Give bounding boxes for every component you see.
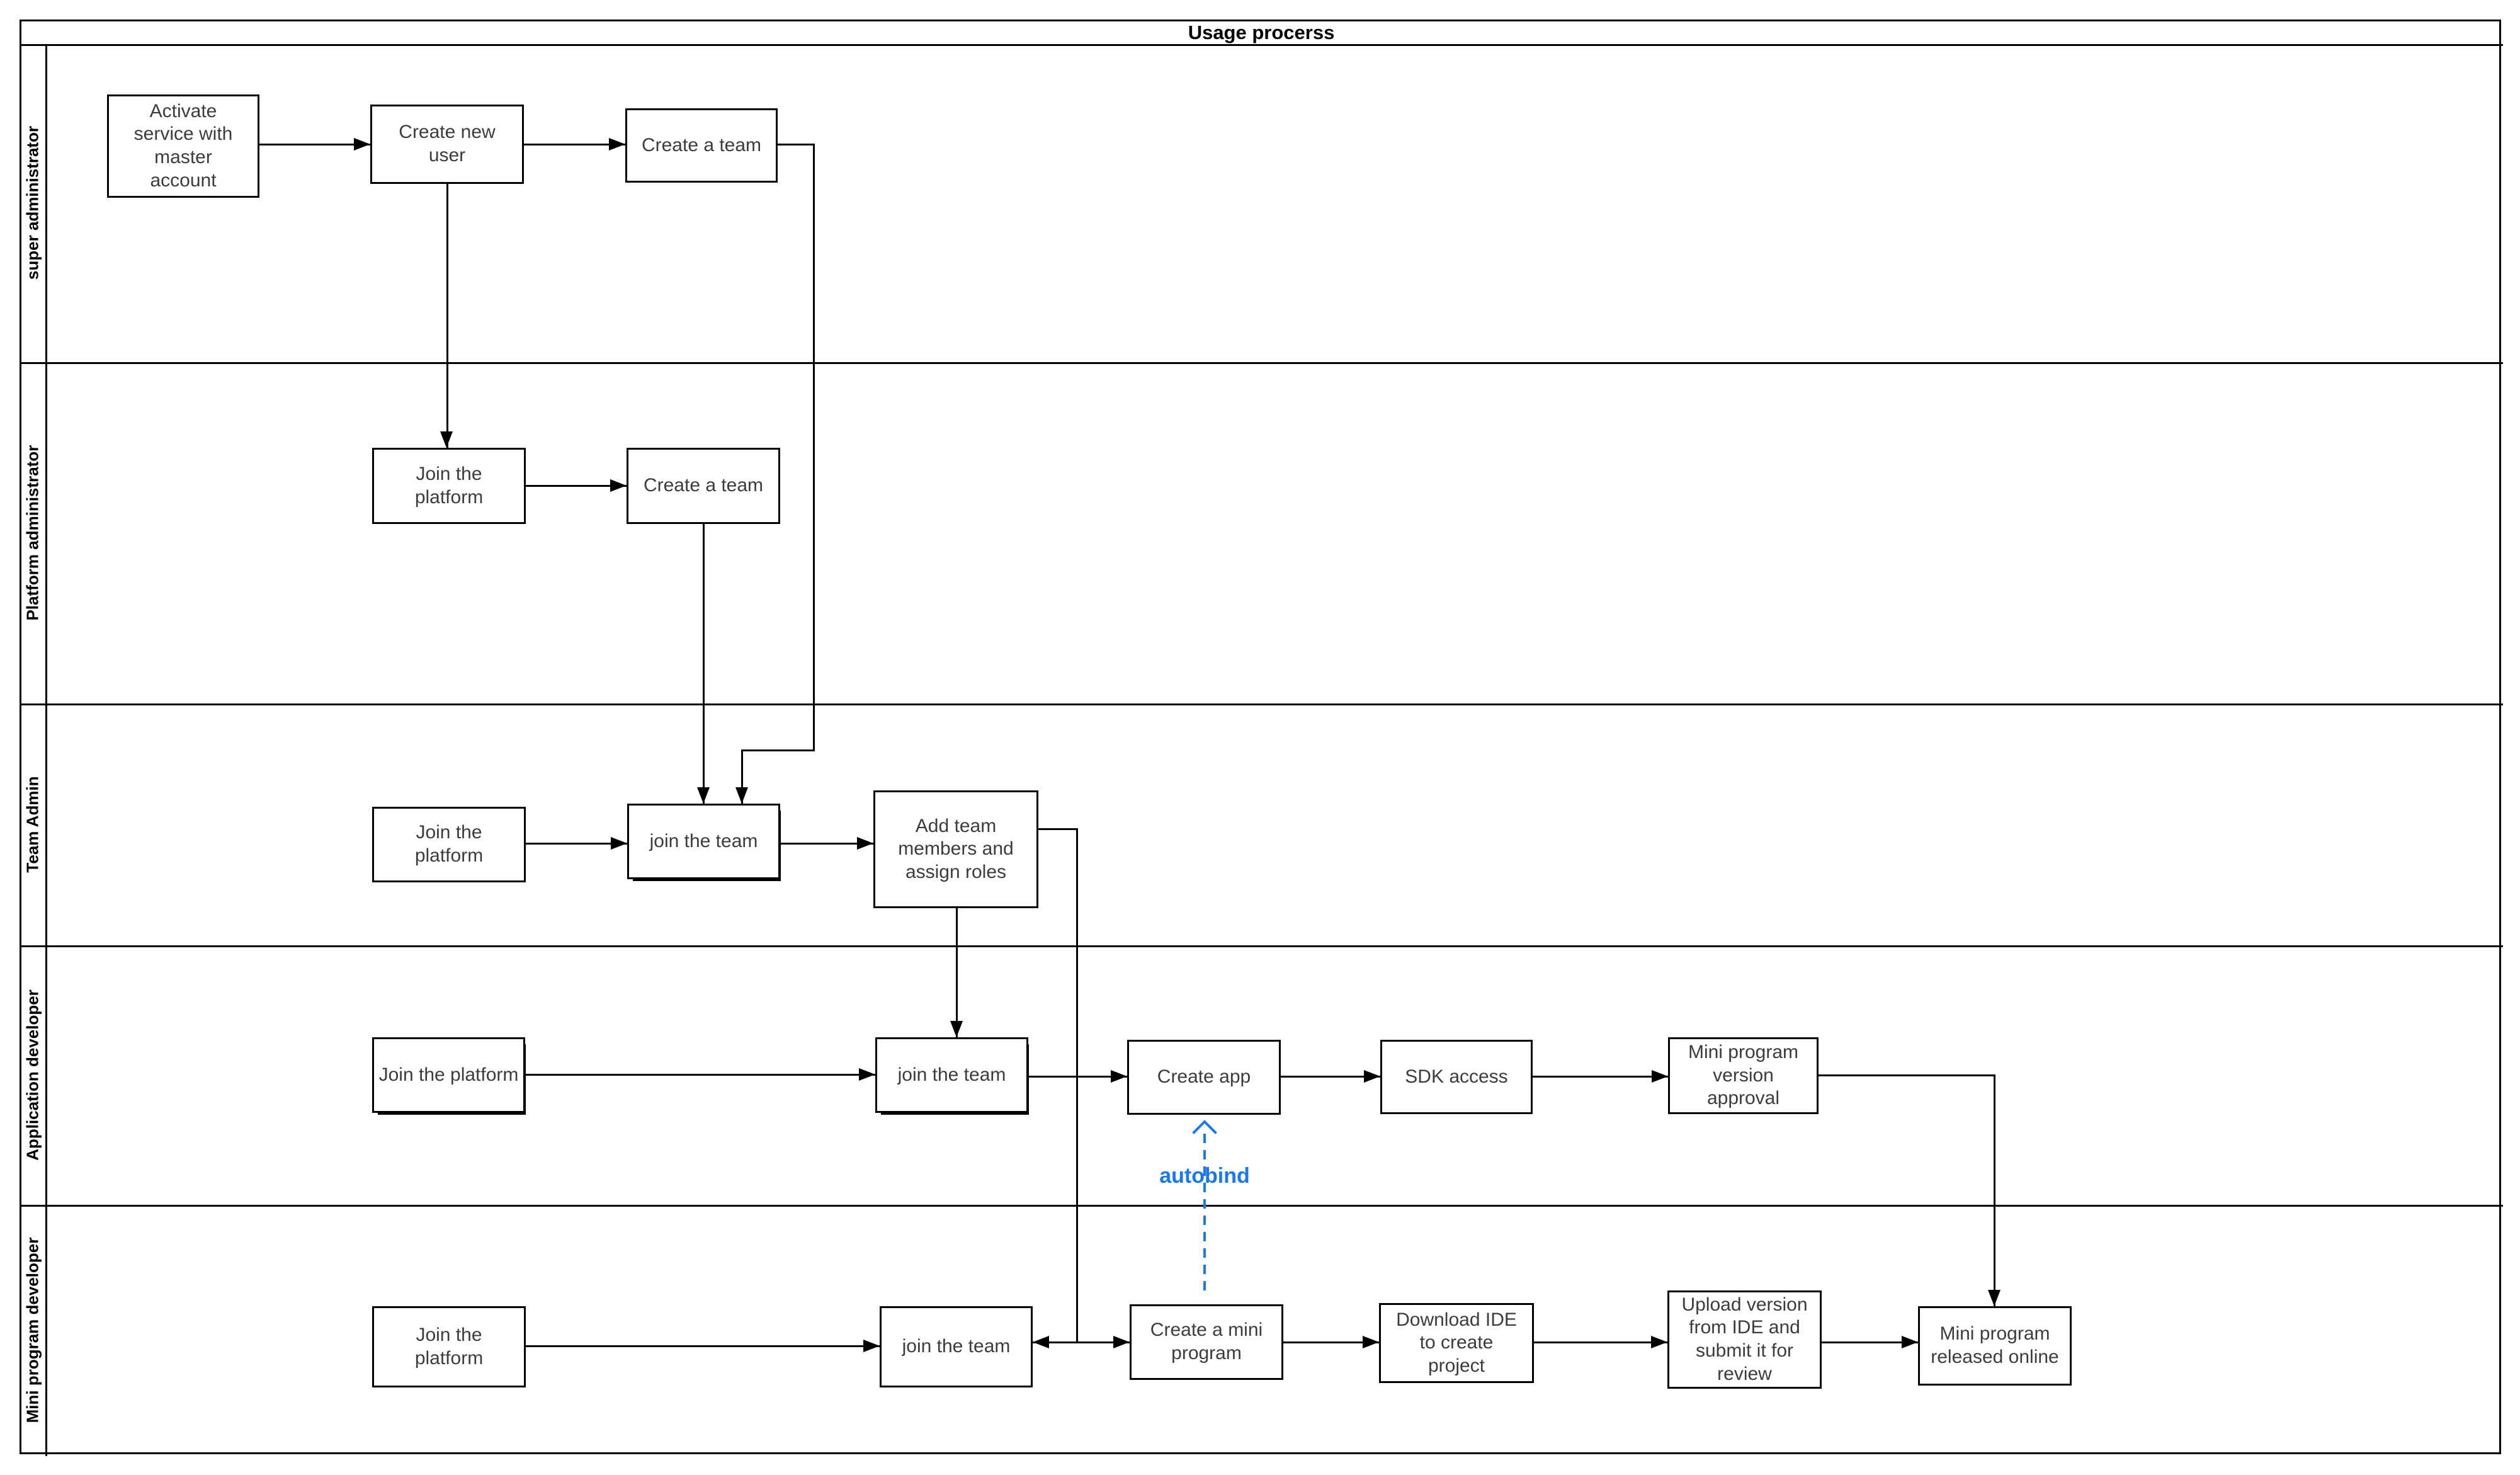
- edge-newuser-to-joinplatform-arrow-icon: [440, 431, 453, 448]
- lane-label-mini-program-developer: Mini program developer: [23, 1237, 42, 1423]
- lane-boundary-2: [20, 703, 2503, 705]
- edge-approval-to-released-arrow-icon: [1988, 1290, 2001, 1306]
- edge-approval-to-released-seg2: [1994, 1074, 1995, 1306]
- edge-addmembers-to-minidev-seg3: [1033, 1341, 1130, 1343]
- edge-sdk-to-approval-arrow-icon: [1652, 1070, 1668, 1083]
- edge-pa-joinplatform-to-team-line: [526, 485, 627, 487]
- edge-md-joinplatform-to-jointeam-arrow-icon: [863, 1340, 880, 1352]
- edge-createapp-to-sdk-arrow-icon: [1364, 1070, 1380, 1083]
- edge-pa-joinplatform-to-team-arrow-icon: [610, 479, 627, 492]
- edge-addmembers-to-jointeam-ad-arrow-icon: [950, 1021, 963, 1037]
- node-sdk-access: SDK access: [1380, 1040, 1533, 1114]
- edge-newuser-to-team-line: [524, 144, 625, 145]
- lane-label-super-administrator: super administrator: [23, 125, 42, 280]
- node-join-team-app-dev: join the team: [875, 1037, 1028, 1113]
- edge-jointeam-to-addmembers-line: [780, 843, 873, 845]
- edge-superteam-seg3: [741, 749, 815, 751]
- edge-createapp-to-sdk-line: [1281, 1076, 1380, 1078]
- edge-addmembers-to-minidev-seg1: [1038, 828, 1078, 830]
- node-join-team-team-admin: join the team: [627, 804, 780, 879]
- edge-activate-to-newuser-arrow-icon: [354, 138, 370, 151]
- lane-label-platform-administrator: Platform administrator: [23, 445, 42, 621]
- edge-ad-joinplatform-to-jointeam-arrow-icon: [859, 1068, 875, 1081]
- edge-ide-to-upload-arrow-icon: [1651, 1336, 1667, 1348]
- edge-newuser-to-joinplatform-line: [446, 184, 448, 448]
- node-join-platform-platform-admin: Join the platform: [372, 448, 526, 524]
- autobind-dashed-line: [1203, 1134, 1206, 1296]
- edge-newuser-to-team-arrow-icon: [609, 138, 625, 151]
- edge-pateam-to-jointeam-line: [703, 524, 705, 804]
- edge-approval-to-released-seg1: [1819, 1074, 1995, 1076]
- autobind-label: autobind: [1159, 1164, 1250, 1188]
- lane-boundary-3: [20, 945, 2503, 947]
- node-create-app: Create app: [1127, 1040, 1281, 1115]
- node-add-team-members: Add team members and assign roles: [873, 790, 1038, 908]
- edge-upload-to-released-line: [1822, 1341, 1918, 1343]
- diagram-title: Usage procerss: [1188, 21, 1335, 43]
- node-create-new-user: Create new user: [370, 105, 524, 184]
- node-join-platform-app-dev: Join the platform: [372, 1037, 525, 1113]
- edge-jointeam-to-addmembers-arrow-icon: [857, 837, 873, 850]
- lane-label-divider: [45, 44, 47, 1456]
- edge-pateam-to-jointeam-arrow-icon: [697, 787, 710, 804]
- node-activate-service: Activate service with master account: [107, 94, 259, 198]
- edge-addmembers-to-minidev-seg2: [1076, 828, 1078, 1343]
- node-upload-version: Upload version from IDE and submit it fo…: [1667, 1290, 1822, 1389]
- lane-label-application-developer: Application developer: [23, 989, 42, 1161]
- diagram-outer-border: [20, 20, 2501, 1454]
- edge-superteam-seg1: [778, 144, 814, 145]
- node-download-ide: Download IDE to create project: [1379, 1303, 1534, 1383]
- edge-upload-to-released-arrow-icon: [1902, 1336, 1918, 1348]
- node-join-platform-team-admin: Join the platform: [372, 807, 526, 882]
- edge-superteam-seg2: [813, 144, 815, 751]
- lane-boundary-4: [20, 1205, 2503, 1207]
- node-join-team-mini-dev: join the team: [880, 1306, 1033, 1387]
- edge-minidev-left-arrow-icon: [1033, 1336, 1049, 1348]
- edge-superteam-seg4: [741, 749, 743, 804]
- edge-md-joinplatform-to-jointeam-line: [526, 1345, 880, 1347]
- edge-activate-to-newuser-line: [259, 144, 370, 145]
- edge-minidev-right-arrow-icon: [1113, 1336, 1130, 1348]
- lane-boundary-1: [20, 362, 2503, 364]
- edge-mini-to-ide-arrow-icon: [1363, 1336, 1379, 1348]
- edge-mini-to-ide-line: [1283, 1341, 1379, 1343]
- edge-ad-joinplatform-to-jointeam-line: [526, 1074, 875, 1076]
- node-create-mini-program: Create a mini program: [1130, 1304, 1283, 1380]
- edge-sdk-to-approval-line: [1533, 1076, 1668, 1078]
- node-join-platform-mini-dev: Join the platform: [372, 1306, 526, 1387]
- node-version-approval: Mini program version approval: [1668, 1037, 1819, 1114]
- edge-addmembers-to-jointeam-ad-line: [956, 908, 958, 1037]
- node-released-online: Mini program released online: [1918, 1306, 2072, 1386]
- node-create-team-platform: Create a team: [627, 448, 780, 524]
- edge-superteam-arrow-icon: [735, 787, 748, 804]
- edge-ta-joinplatform-to-jointeam-line: [526, 843, 627, 845]
- title-separator-line: [20, 44, 2503, 46]
- edge-ide-to-upload-line: [1534, 1341, 1667, 1343]
- lane-label-team-admin: Team Admin: [23, 776, 42, 873]
- edge-jointeam-to-createapp-arrow-icon: [1111, 1070, 1127, 1083]
- edge-jointeam-to-createapp-line: [1028, 1076, 1127, 1078]
- node-create-team-super: Create a team: [625, 108, 778, 183]
- edge-ta-joinplatform-to-jointeam-arrow-icon: [611, 837, 627, 850]
